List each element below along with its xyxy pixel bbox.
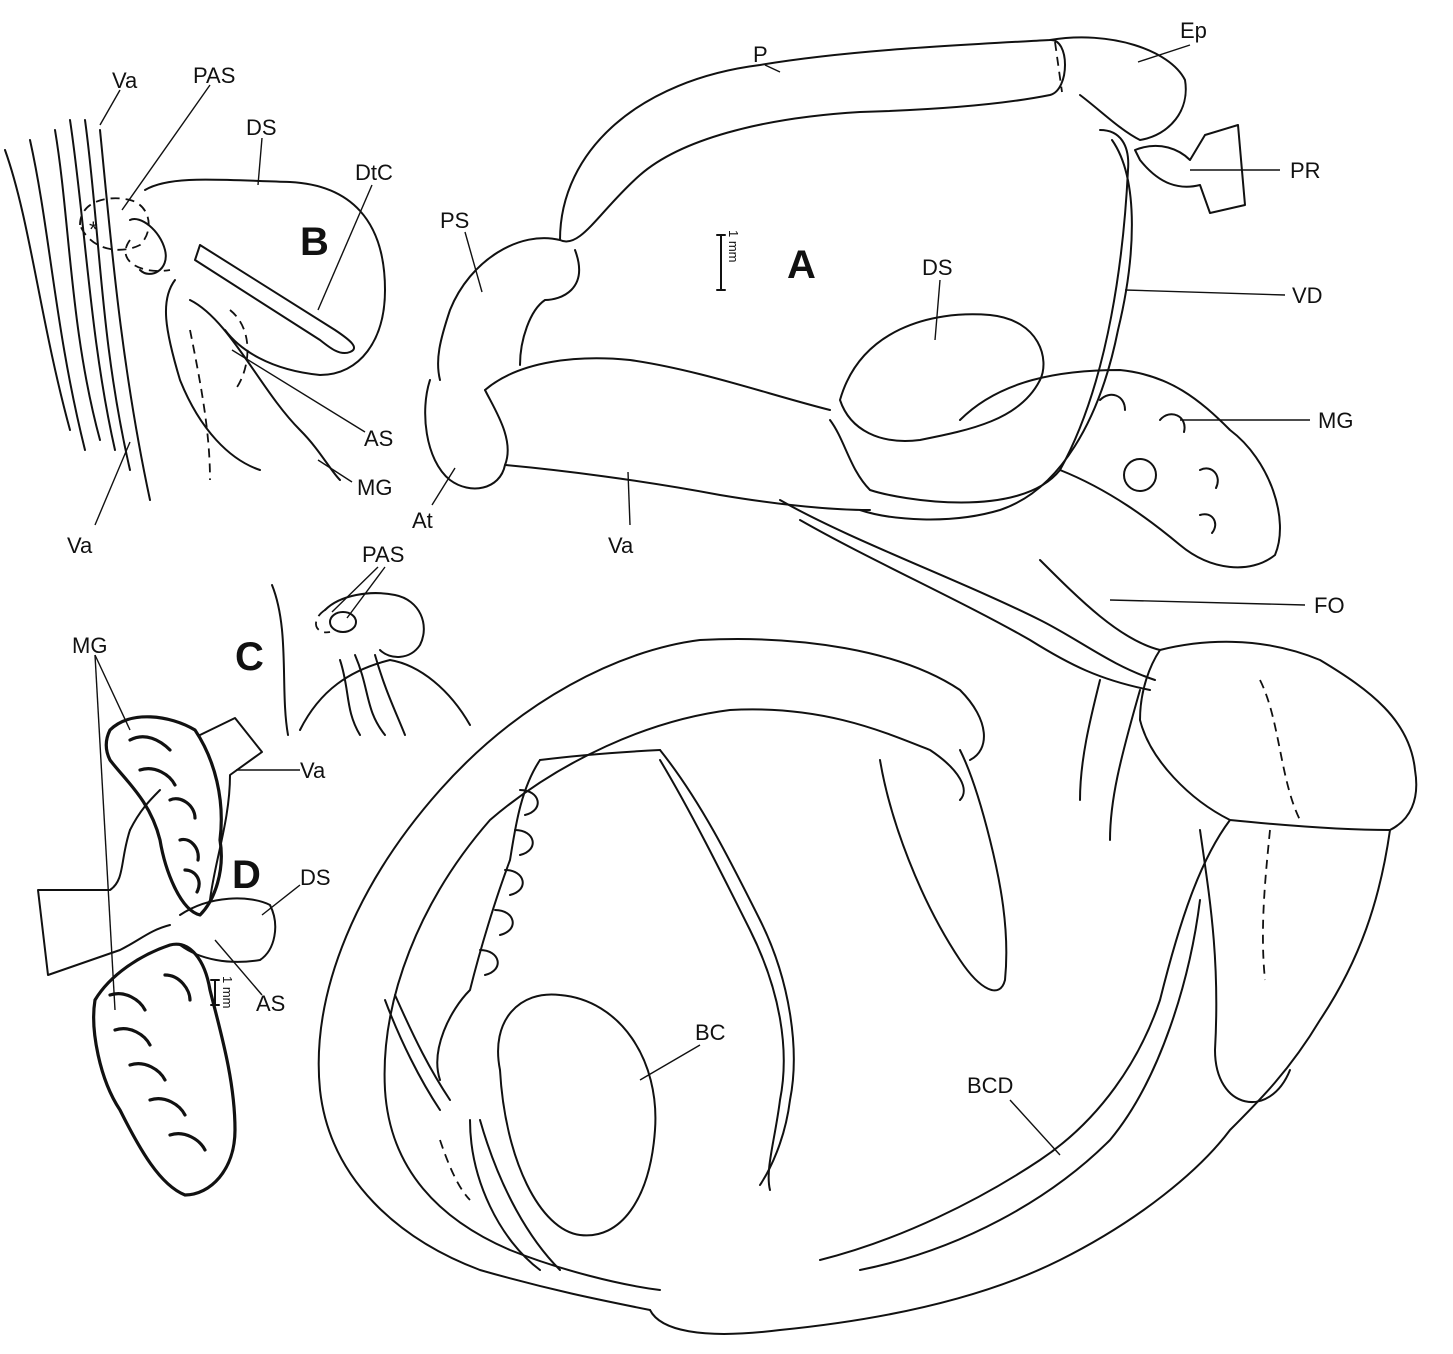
- label-mg-b: MG: [357, 475, 392, 500]
- panel-label-a: A: [787, 243, 816, 287]
- scale-bar-d: [210, 979, 220, 1006]
- panel-d-drawing: [37, 715, 277, 1197]
- panel-b-drawing: [4, 119, 386, 501]
- scale-bar-a-label: 1 mm: [726, 230, 741, 263]
- label-as-d: AS: [256, 991, 285, 1016]
- label-ds-b: DS: [246, 115, 277, 140]
- label-pas-b: PAS: [193, 63, 235, 88]
- asterisk-mark: *: [89, 217, 98, 242]
- panel-b-leader-lines: [94, 84, 373, 526]
- label-va-d: Va: [300, 758, 326, 783]
- label-pas-c: PAS: [362, 542, 404, 567]
- panel-c-leader-lines: [331, 566, 386, 619]
- label-at: At: [412, 508, 433, 533]
- label-p: P: [753, 42, 768, 67]
- label-fo: FO: [1314, 593, 1345, 618]
- label-ps: PS: [440, 208, 469, 233]
- panel-label-b: B: [300, 220, 329, 264]
- label-pr: PR: [1290, 158, 1321, 183]
- panel-c-drawing: [271, 584, 471, 736]
- label-mg-d: MG: [72, 633, 107, 658]
- panel-label-c: C: [235, 635, 264, 679]
- label-vd: VD: [1292, 283, 1323, 308]
- label-ds-d: DS: [300, 865, 331, 890]
- panel-label-d: D: [232, 853, 261, 897]
- label-as-b: AS: [364, 426, 393, 451]
- scale-bar-d-label: 1 mm: [220, 976, 235, 1009]
- label-mg-a: MG: [1318, 408, 1353, 433]
- label-dtc: DtC: [355, 160, 393, 185]
- label-va-a: Va: [608, 533, 634, 558]
- label-va-b-bottom: Va: [67, 533, 93, 558]
- label-ep: Ep: [1180, 18, 1207, 43]
- panel-a-drawing: [317, 36, 1418, 1335]
- scale-bar-a: [716, 234, 726, 291]
- label-ds-a: DS: [922, 255, 953, 280]
- label-bcd: BCD: [967, 1073, 1013, 1098]
- label-bc: BC: [695, 1020, 726, 1045]
- panel-a-leader-lines: [431, 44, 1310, 1156]
- panel-d-leader-lines: [94, 654, 301, 1011]
- label-va-b-top: Va: [112, 68, 138, 93]
